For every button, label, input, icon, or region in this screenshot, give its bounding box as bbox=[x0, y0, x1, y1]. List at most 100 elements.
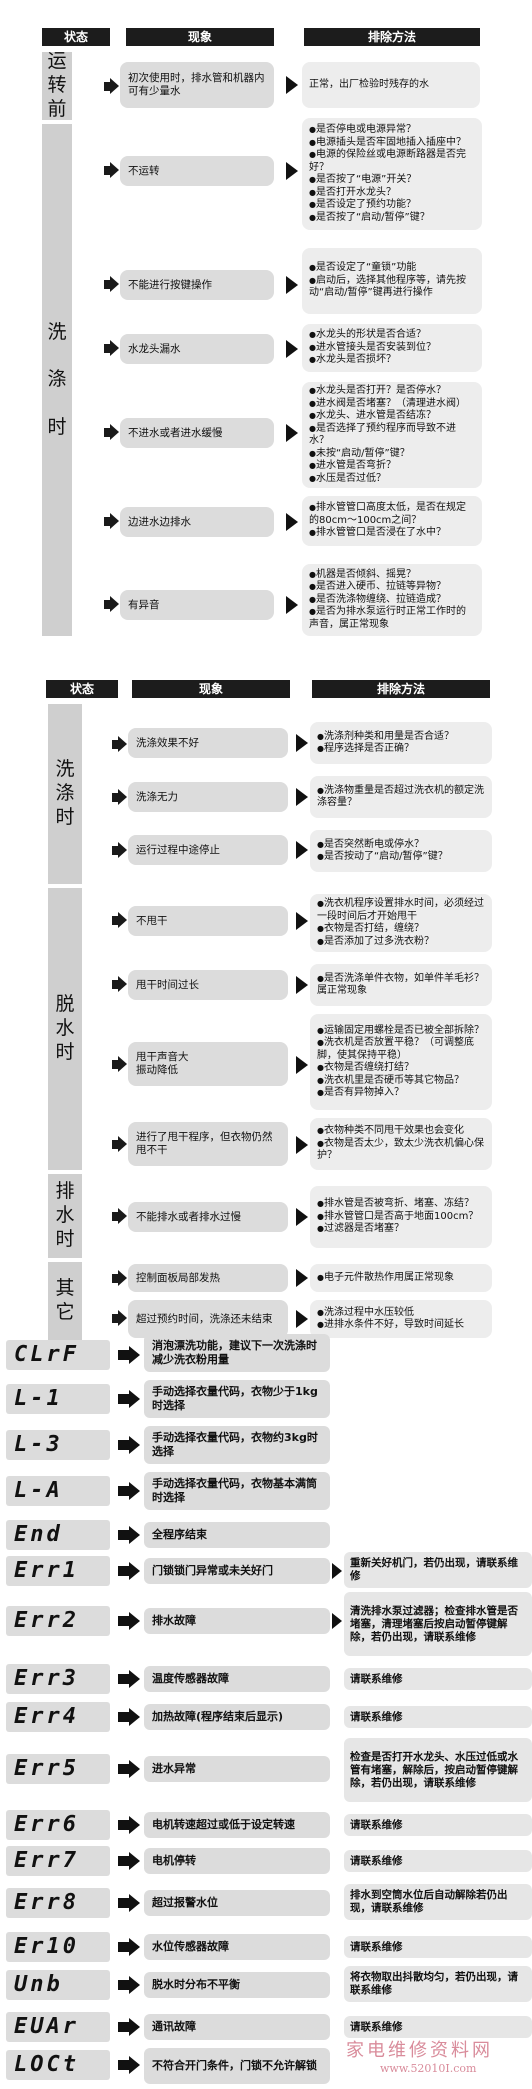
solution-item: 是否洗涤单件衣物，如单件羊毛衫？属正常现象 bbox=[317, 973, 485, 998]
solution-item: 排水管管口是否浸在了水中？ bbox=[309, 527, 475, 540]
state-other: 其 它 bbox=[48, 1262, 82, 1342]
arrow-icon bbox=[296, 1208, 308, 1226]
display-code: L-1 bbox=[6, 1384, 110, 1414]
display-code: Err6 bbox=[6, 1810, 110, 1840]
solution: 排水管是否被弯折、堵塞、冻结？ 排水管管口是否高于地面100cm？ 过滤器是否堵… bbox=[310, 1186, 492, 1248]
display-code: L-A bbox=[6, 1476, 110, 1506]
solution-item: 未按“启动/暂停”键？ bbox=[309, 448, 475, 461]
symptom: 不甩干 bbox=[128, 906, 288, 936]
display-code: Err4 bbox=[6, 1702, 110, 1732]
arrow-icon bbox=[296, 912, 308, 930]
arrow-icon bbox=[332, 1613, 342, 1629]
code-action: 排水到空筒水位后自动解除若仍出现，请联系维修 bbox=[344, 1884, 532, 1920]
arrow-icon bbox=[296, 1269, 308, 1287]
arrow-icon bbox=[104, 276, 119, 293]
solution-item: 是否洗涤物缠绕、拉链造成？ bbox=[309, 594, 475, 607]
arrow-icon bbox=[112, 976, 127, 993]
code-description: 通讯故障 bbox=[144, 2014, 330, 2040]
arrow-icon bbox=[286, 162, 298, 180]
solution-item: 是否停电或电源异常？ bbox=[309, 124, 475, 137]
solution-item: 洗衣机程序设置排水时间，必须经过一段时间后才开始甩干 bbox=[317, 898, 485, 923]
solution-item: 洗涤物重量是否超过洗衣机的额定洗涤容量？ bbox=[317, 785, 485, 810]
code-action: 请联系维修 bbox=[344, 1936, 532, 1958]
solution: 是否洗涤单件衣物，如单件羊毛衫？属正常现象 bbox=[310, 964, 492, 1006]
arrow-icon bbox=[112, 1208, 127, 1225]
arrow-icon bbox=[104, 162, 119, 179]
code-description: 加热故障(程序结束后显示) bbox=[144, 1704, 330, 1730]
solution-item: 水压是否过低？ bbox=[309, 473, 475, 486]
header-status: 状态 bbox=[42, 28, 110, 46]
watermark-text: 家电维修资料网 bbox=[346, 2040, 493, 2061]
arrow-icon bbox=[296, 976, 308, 994]
code-action: 请联系维修 bbox=[344, 1668, 532, 1690]
arrow-icon bbox=[118, 1612, 140, 1630]
solution: 是否突然断电或停水？ 是否按动了“启动/暂停”键？ bbox=[310, 830, 492, 872]
solution-item: 进水阀是否堵塞？（清理进水阀） bbox=[309, 398, 475, 411]
solution-item: 水龙头的形状是否合适？ bbox=[309, 329, 436, 342]
code-description: 全程序结束 bbox=[144, 1522, 330, 1548]
arrow-icon bbox=[104, 596, 119, 613]
solution-item: 是否设定了预约功能？ bbox=[309, 199, 475, 212]
display-code: CLrF bbox=[6, 1340, 110, 1370]
header-solution: 排除方法 bbox=[304, 28, 480, 46]
code-description: 排水故障 bbox=[144, 1608, 330, 1634]
arrow-icon bbox=[118, 1346, 140, 1364]
solution-item: 是否按了“启动/暂停”键？ bbox=[309, 212, 475, 225]
solution-text: 正常，出厂检验时残存的水 bbox=[309, 78, 429, 90]
code-description: 手动选择衣量代码，衣物少于1kg时选择 bbox=[144, 1380, 330, 1418]
solution-item: 进水管接头是否安装到位？ bbox=[309, 342, 436, 355]
symptom: 不进水或者进水缓慢 bbox=[120, 418, 274, 448]
arrow-icon bbox=[112, 1310, 127, 1327]
solution-item: 衣物是否打结，缠绕？ bbox=[317, 923, 485, 936]
troubleshooting-table-1: 状态 现象 排除方法 运 转 前 洗 涤 时 初次使用时，排水管和机器内可有少量… bbox=[0, 0, 532, 638]
solution: 电子元件散热作用属正常现象 bbox=[310, 1264, 492, 1292]
solution-item: 排水管是否被弯折、堵塞、冻结？ bbox=[317, 1198, 478, 1211]
arrow-icon bbox=[118, 1436, 140, 1454]
arrow-icon bbox=[118, 1482, 140, 1500]
symptom: 初次使用时，排水管和机器内可有少量水 bbox=[120, 62, 274, 108]
symptom: 洗涤无力 bbox=[128, 782, 288, 812]
solution-item: 是否进入硬币、拉链等异物？ bbox=[309, 581, 475, 594]
display-code: Err8 bbox=[6, 1888, 110, 1918]
solution-item: 水龙头是否损坏？ bbox=[309, 354, 436, 367]
code-description: 温度传感器故障 bbox=[144, 1666, 330, 1692]
display-code: Unb bbox=[6, 1970, 110, 2000]
solution-item: 是否为排水泵运行时正常工作时的声音，属正常现象 bbox=[309, 606, 475, 631]
solution-item: 是否突然断电或停水？ bbox=[317, 839, 448, 852]
solution: 洗涤物重量是否超过洗衣机的额定洗涤容量？ bbox=[310, 776, 492, 818]
arrow-icon bbox=[118, 1816, 140, 1834]
solution-item: 衣物种类不同甩干效果也会变化 bbox=[317, 1125, 485, 1138]
solution-item: 是否设定了“童锁”功能 bbox=[309, 262, 475, 275]
solution: 运输固定用螺栓是否已被全部拆除？ 洗衣机是否放置平稳？（可调整底脚，使其保持平稳… bbox=[310, 1014, 492, 1110]
arrow-icon bbox=[118, 2056, 140, 2074]
error-code-table: CLrF 消泡漂洗功能，建议下一次洗涤时减少洗衣粉用量 L-1 手动选择衣量代码… bbox=[0, 1330, 532, 2089]
solution: 正常，出厂检验时残存的水 bbox=[302, 62, 480, 108]
code-action: 重新关好机门，若仍出现，请联系维修 bbox=[344, 1552, 532, 1588]
solution-item: 程序选择是否正确？ bbox=[317, 743, 454, 756]
solution-item: 洗衣机是否放置平稳？（可调整底脚，使其保持平稳） bbox=[317, 1037, 485, 1062]
display-code: Err3 bbox=[6, 1664, 110, 1694]
symptom: 控制面板局部发热 bbox=[128, 1264, 288, 1292]
solution-item: 排水管管口高度太低，是否在规定的80cm～100cm之间？ bbox=[309, 502, 475, 527]
display-code: Err1 bbox=[6, 1556, 110, 1586]
solution-item: 是否添加了过多洗衣粉？ bbox=[317, 936, 485, 949]
arrow-icon bbox=[118, 1976, 140, 1994]
symptom: 不能进行按键操作 bbox=[120, 270, 274, 300]
arrow-icon bbox=[104, 340, 119, 357]
code-description: 手动选择衣量代码，衣物基本满筒时选择 bbox=[144, 1472, 330, 1510]
solution-item: 机器是否倾斜、摇晃？ bbox=[309, 569, 475, 582]
state-before-run: 运 转 前 bbox=[42, 50, 72, 122]
code-action: 请联系维修 bbox=[344, 1814, 532, 1836]
solution-item: 洗涤过程中水压较低 bbox=[317, 1307, 464, 1320]
code-description: 手动选择衣量代码，衣物约3kg时选择 bbox=[144, 1426, 330, 1464]
symptom: 甩干时间过长 bbox=[128, 970, 288, 1000]
symptom: 有异音 bbox=[120, 590, 274, 620]
symptom: 边进水边排水 bbox=[120, 507, 274, 537]
code-description: 门锁锁门异常或未关好门 bbox=[144, 1558, 330, 1584]
display-code: L-3 bbox=[6, 1430, 110, 1460]
solution-item: 衣物是否太少，致太少洗衣机偏心保护？ bbox=[317, 1138, 485, 1163]
symptom: 超过预约时间，洗涤还未结束 bbox=[128, 1300, 288, 1338]
state-washing: 洗 涤 时 bbox=[48, 704, 82, 886]
solution-item: 进水管是否弯折？ bbox=[309, 460, 475, 473]
header-symptom: 现象 bbox=[126, 28, 274, 46]
